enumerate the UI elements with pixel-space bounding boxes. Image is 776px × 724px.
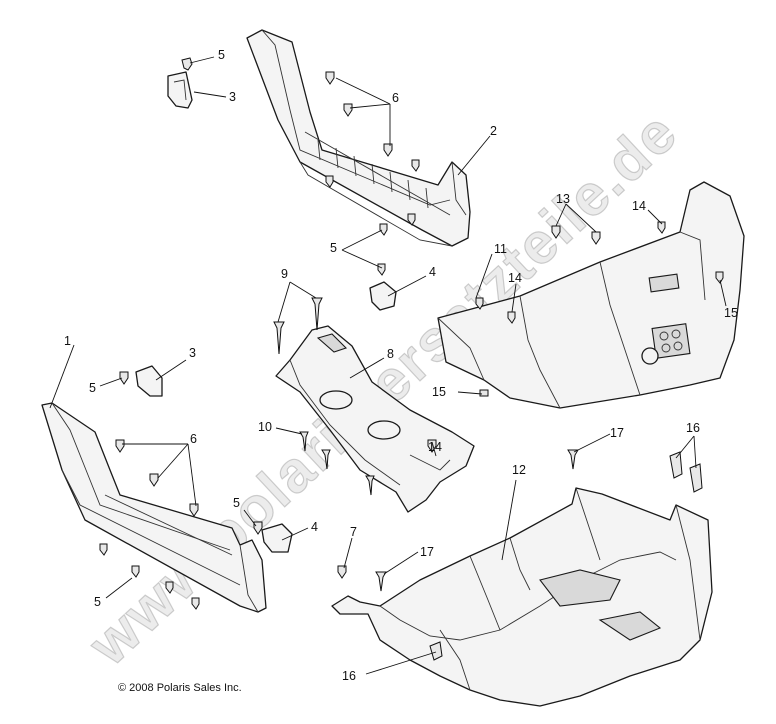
bracket-4-upper — [369, 281, 397, 311]
callout-15: 15 — [432, 385, 446, 399]
callout-3: 3 — [229, 90, 236, 104]
callout-13: 13 — [556, 192, 570, 206]
rear-bulkhead-panel — [437, 181, 745, 409]
callout-5: 5 — [330, 241, 337, 255]
callout-5: 5 — [94, 595, 101, 609]
callout-1: 1 — [64, 334, 71, 348]
callout-14: 14 — [632, 199, 646, 213]
callout-14: 14 — [508, 271, 522, 285]
center-console — [275, 325, 475, 513]
callout-12: 12 — [512, 463, 526, 477]
callout-5: 5 — [233, 496, 240, 510]
callout-5: 5 — [89, 381, 96, 395]
rocker-panel-upper — [246, 29, 471, 247]
callout-14: 14 — [428, 440, 442, 454]
fasteners — [99, 57, 724, 661]
callout-10: 10 — [258, 420, 272, 434]
callout-17: 17 — [610, 426, 624, 440]
callout-labels: 1 2 3 3 4 4 5 5 5 5 5 6 6 7 8 9 10 11 12… — [64, 48, 738, 683]
callout-16: 16 — [686, 421, 700, 435]
bracket-3-upper — [167, 71, 193, 109]
rocker-panel-lower — [41, 402, 267, 613]
bracket-3-lower — [135, 365, 163, 397]
callout-6: 6 — [392, 91, 399, 105]
callout-5: 5 — [218, 48, 225, 62]
callout-4: 4 — [429, 265, 436, 279]
bracket-4-lower — [261, 523, 293, 553]
callout-8: 8 — [387, 347, 394, 361]
callout-3: 3 — [189, 346, 196, 360]
callout-6: 6 — [190, 432, 197, 446]
callout-17: 17 — [420, 545, 434, 559]
callout-2: 2 — [490, 124, 497, 138]
copyright-notice: © 2008 Polaris Sales Inc. — [118, 682, 242, 694]
callout-7: 7 — [350, 525, 357, 539]
callout-9: 9 — [281, 267, 288, 281]
callout-15: 15 — [724, 306, 738, 320]
floor-pan — [331, 487, 713, 707]
callout-11: 11 — [494, 242, 507, 256]
callout-16: 16 — [342, 669, 356, 683]
leader-lines — [49, 56, 727, 675]
callout-4: 4 — [311, 520, 318, 534]
